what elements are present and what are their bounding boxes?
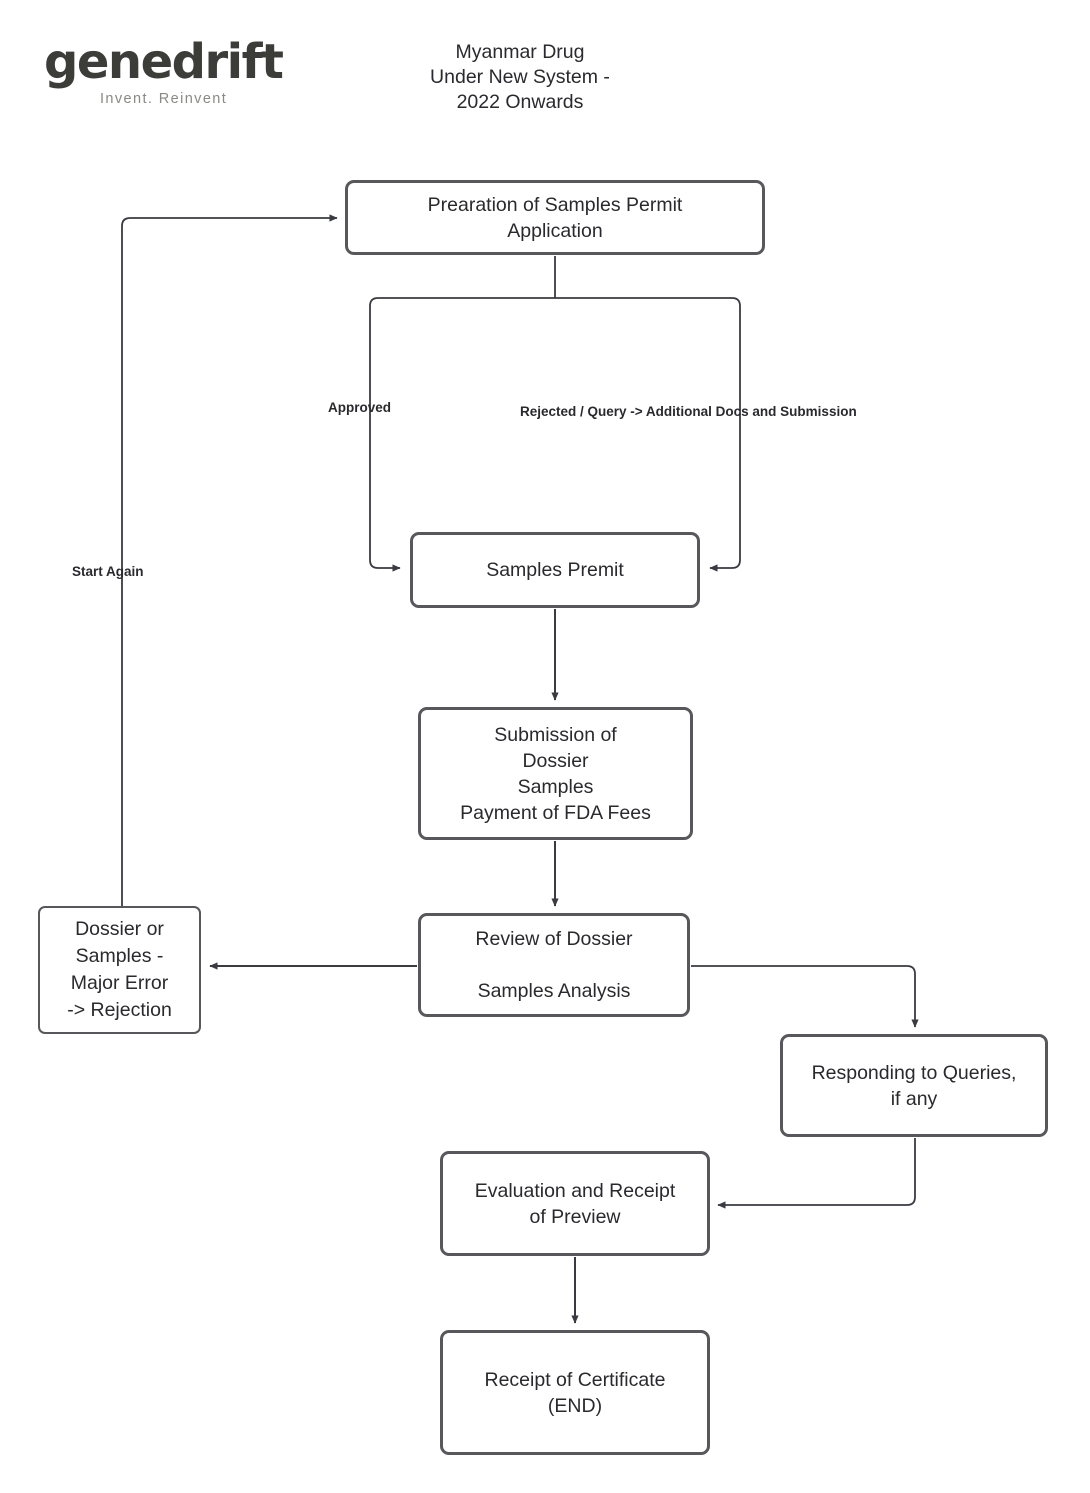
- brand-wordmark: genedrift: [44, 34, 284, 90]
- node-label: Responding to Queries, if any: [811, 1061, 1017, 1110]
- edge-label-approved: Approved: [328, 400, 392, 415]
- node-major-error-rejection[interactable]: Dossier or Samples - Major Error -> Reje…: [38, 906, 201, 1034]
- node-label: Receipt of Certificate (END): [484, 1368, 666, 1417]
- node-prep-application[interactable]: Prearation of Samples Permit Application: [345, 180, 765, 255]
- node-review-dossier[interactable]: Review of Dossier Samples Analysis: [418, 913, 690, 1017]
- page-title: Myanmar Drug Under New System - 2022 Onw…: [430, 41, 610, 113]
- node-label: Evaluation and Receipt of Preview: [474, 1179, 676, 1228]
- node-label: Dossier or Samples - Major Error -> Reje…: [67, 918, 172, 1021]
- edge-label-rejected-query: Rejected / Query -> Additional Docs and …: [520, 404, 857, 419]
- node-receipt-certificate[interactable]: Receipt of Certificate (END): [440, 1330, 710, 1455]
- node-samples-permit[interactable]: Samples Premit: [410, 532, 700, 608]
- node-label: Review of Dossier Samples Analysis: [475, 928, 633, 1002]
- node-submission-dossier[interactable]: Submission of Dossier Samples Payment of…: [418, 707, 693, 840]
- edge-approved-branch: [369, 297, 555, 572]
- node-label: Prearation of Samples Permit Application: [427, 193, 683, 242]
- node-label: Samples Premit: [486, 559, 624, 581]
- edge-review-to-queries: [691, 965, 919, 1028]
- brand-logo: genedrift Invent. Reinvent: [44, 38, 344, 118]
- edge-rejected-branch: [555, 297, 741, 572]
- node-responding-queries[interactable]: Responding to Queries, if any: [780, 1034, 1048, 1137]
- edge-label-start-again: Start Again: [72, 564, 144, 579]
- node-label: Submission of Dossier Samples Payment of…: [460, 723, 651, 824]
- edge-error-to-prep: [121, 214, 338, 906]
- edge-queries-to-evaluation: [717, 1138, 916, 1209]
- node-evaluation-preview[interactable]: Evaluation and Receipt of Preview: [440, 1151, 710, 1256]
- brand-tagline: Invent. Reinvent: [100, 91, 228, 107]
